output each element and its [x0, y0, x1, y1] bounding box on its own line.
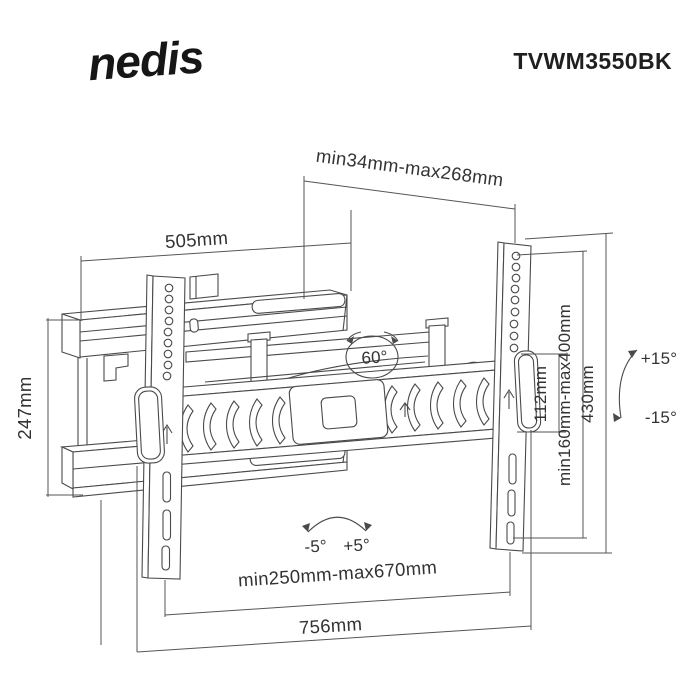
swivel-angle-label: 60°	[361, 347, 389, 368]
dim-left-height: 247mm	[14, 318, 83, 497]
dim-depth-range: min34mm-max268mm	[303, 145, 516, 299]
dim-depth-range-label: min34mm-max268mm	[315, 145, 505, 190]
dim-horizontal-adjust-range-label: min250mm-max670mm	[237, 556, 437, 590]
dim-vesa-height-range-label: min160mm-max400mm	[555, 304, 574, 486]
rotate-arrow-left-icon	[346, 331, 362, 342]
up-arrow-icon	[399, 402, 411, 417]
up-arrow-icon	[503, 388, 515, 409]
dim-bracket-offset: 112mm	[517, 353, 566, 433]
dim-horizontal-adjust-range: min250mm-max670mm	[164, 552, 511, 617]
top-rail-slot	[251, 293, 346, 314]
extension-arm	[159, 358, 521, 467]
tilt-down-label: -15°	[645, 408, 677, 427]
dim-bracket-height-label: 430mm	[578, 365, 597, 423]
dim-total-width-label: 756mm	[298, 613, 362, 638]
left-end-cap	[134, 386, 165, 464]
dim-wall-plate-width-label: 505mm	[164, 227, 228, 252]
bracket-left-holes	[162, 283, 174, 381]
dim-wall-plate-width: 505mm	[80, 210, 352, 321]
swivel-indicator: 60°	[345, 331, 399, 379]
level-right-label: +5°	[343, 535, 371, 555]
rotate-arrow-right-icon	[383, 331, 399, 342]
dim-bracket-height: 430mm	[522, 232, 614, 554]
model-number: TVWM3550BK	[513, 48, 672, 74]
bracket-right-slots	[506, 453, 517, 545]
brand-logo-text: nedis	[86, 30, 205, 90]
hook-tab	[189, 273, 219, 300]
top-rail-small-slot	[189, 318, 199, 333]
level-indicator: -5° +5°	[302, 516, 372, 557]
bracket-left-slots	[161, 471, 172, 571]
tilt-indicator: +15° -15°	[613, 349, 677, 427]
dim-bracket-offset-label: 112mm	[531, 366, 550, 422]
tilt-arc-icon	[618, 349, 638, 419]
dim-vesa-height-range: min160mm-max400mm	[513, 250, 588, 539]
brand-logo: nedis	[86, 30, 205, 90]
center-plate-opening	[320, 395, 358, 430]
tv-bracket-left	[141, 274, 186, 580]
dim-total-width: 756mm	[100, 430, 532, 653]
level-arc-icon	[307, 516, 367, 533]
dim-left-height-label: 247mm	[14, 376, 35, 439]
level-left-label: -5°	[304, 536, 327, 556]
tilt-up-label: +15°	[641, 349, 677, 368]
bracket-right-holes	[509, 251, 521, 353]
center-plate	[288, 379, 389, 445]
right-end-cap	[513, 350, 542, 433]
tv-bracket-right	[489, 241, 532, 552]
wall-plate-left-connector	[77, 357, 88, 453]
